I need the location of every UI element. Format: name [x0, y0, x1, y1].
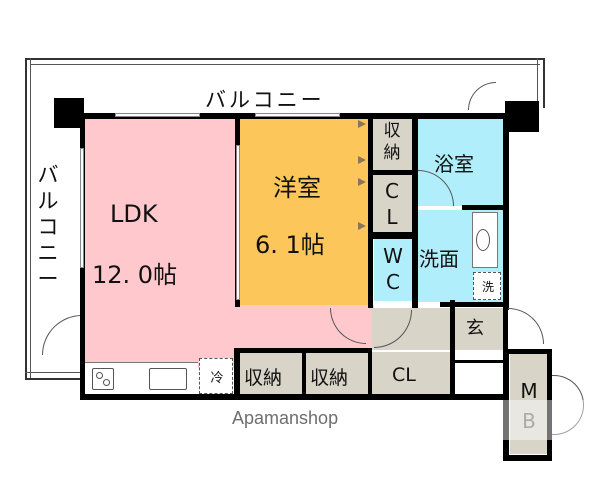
- ldk-name: LDK: [110, 200, 158, 228]
- wall-western-right: [368, 113, 373, 308]
- window-ldk-top: [115, 113, 200, 117]
- wc-label: W C: [383, 244, 403, 294]
- wall-cl-entrance: [450, 300, 455, 396]
- wall-right-upper: [503, 113, 509, 310]
- sink-icon: [149, 368, 187, 390]
- vanity-icon: [472, 212, 498, 268]
- room-entrance: [454, 308, 504, 350]
- watermark-band: [0, 400, 600, 440]
- closet-marker: [358, 120, 366, 128]
- meter-box-label: M B: [520, 379, 538, 433]
- window-western-top: [255, 113, 340, 117]
- ldk-size: 12. 0帖: [92, 261, 178, 289]
- wall-mb-outer: [504, 349, 552, 354]
- room-closet-bottom: [372, 352, 450, 396]
- closet-bottom-label: CL: [392, 364, 416, 386]
- wall-storage-divider-3: [368, 348, 372, 396]
- wall-entrance-bottom: [454, 360, 504, 363]
- wall-storage-divider: [368, 170, 416, 175]
- room-blank: [454, 362, 504, 396]
- room-storage-bottom-2: [306, 352, 368, 396]
- storage-top-label: 収 納: [383, 121, 401, 163]
- wall-bath-left: [412, 113, 418, 308]
- balcony-right-post: [537, 58, 543, 108]
- closet-marker: [358, 156, 366, 164]
- room-meter-box: [510, 354, 548, 454]
- balcony-left-label: バ ル コ ニ ー: [37, 163, 59, 291]
- balcony-left-bottom: [25, 372, 81, 380]
- stove-icon: [92, 368, 114, 390]
- balcony-left-door[interactable]: [42, 315, 82, 355]
- balcony-top-label: バルコニー: [205, 88, 325, 112]
- window-western-left: [236, 145, 240, 300]
- wall-storage-divider-2: [302, 350, 306, 396]
- washroom-label: 洗面: [419, 247, 459, 271]
- balcony-left-outline: [25, 58, 31, 380]
- wall-cl-wc-divider: [368, 232, 416, 239]
- closet-right-label: C L: [385, 179, 399, 229]
- window-ldk-left: [80, 148, 84, 268]
- western-size: 6. 1帖: [255, 231, 325, 259]
- room-ldk-lower: [84, 305, 374, 350]
- wall-bath-wash: [462, 205, 508, 210]
- storage-bottom-2-label: 収納: [310, 367, 349, 389]
- closet-marker: [358, 222, 366, 230]
- wall-mb-bottom: [504, 455, 552, 461]
- fridge-spot: 冷: [199, 358, 233, 394]
- room-closet-right: [372, 175, 412, 232]
- door-entrance[interactable]: [508, 308, 544, 344]
- wall-hall-top: [440, 302, 508, 307]
- storage-bottom-1-label: 収納: [244, 367, 283, 389]
- watermark-text: Apamanshop: [232, 408, 339, 428]
- wall-fridge-right: [234, 348, 238, 396]
- western-name: 洋室: [273, 174, 321, 202]
- room-storage-bottom-1: [240, 352, 302, 396]
- room-wc: [374, 239, 412, 301]
- balcony-top-inner-line: [30, 64, 540, 65]
- washer-spot: 洗: [473, 272, 501, 300]
- entrance-label: 玄: [466, 318, 484, 339]
- closet-marker: [358, 178, 366, 186]
- wall-bottom: [80, 394, 508, 400]
- room-storage-top: [372, 118, 412, 171]
- wall-mb-right: [547, 349, 552, 461]
- wall-mb-left: [503, 349, 509, 461]
- column-top-left: [54, 98, 84, 128]
- bath-label: 浴室: [434, 152, 474, 176]
- room-western: [240, 118, 368, 305]
